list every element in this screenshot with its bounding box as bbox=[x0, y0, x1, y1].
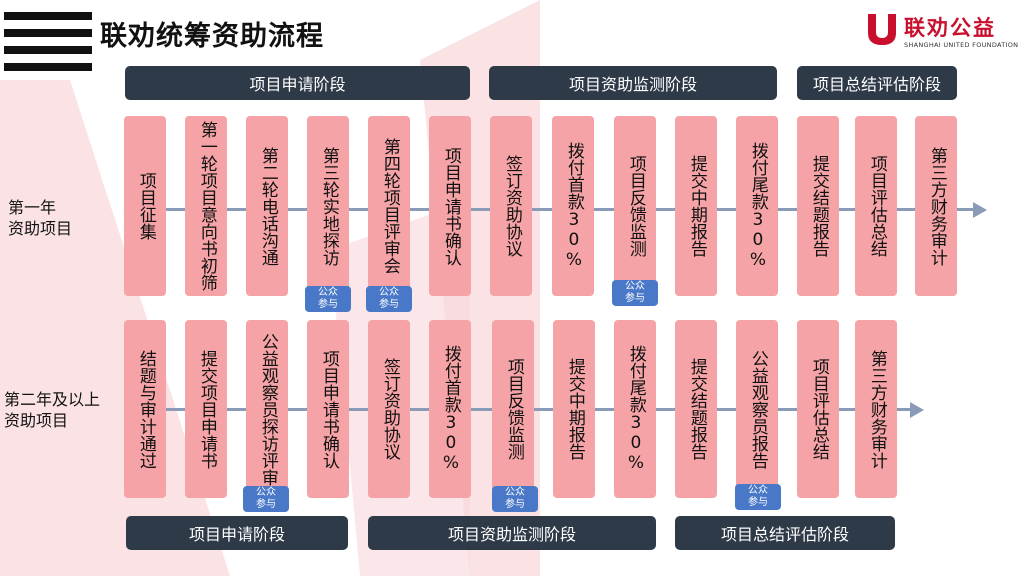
row2-arrow-head bbox=[910, 402, 924, 418]
row2-label: 第二年及以上资助项目 bbox=[4, 390, 101, 430]
public-participation-badge: 公众参与 bbox=[492, 486, 538, 512]
logo-name: 联劝公益 bbox=[904, 16, 996, 40]
row2-step: 项目反馈监测 bbox=[492, 320, 534, 498]
row1-label: 第一年资助项目 bbox=[8, 198, 73, 238]
row1-phase-evaluate: 项目总结评估阶段 bbox=[797, 66, 957, 100]
row2-step: 第三方财务审计 bbox=[855, 320, 897, 498]
menu-icon[interactable] bbox=[4, 12, 92, 72]
logo-mark-icon bbox=[868, 14, 896, 45]
row1-step: 第三方财务审计 bbox=[915, 116, 957, 296]
row2-step: 提交项目申请书 bbox=[185, 320, 227, 498]
row1-arrow-head bbox=[973, 202, 987, 218]
row1-step: 第一轮项目意向书初筛 bbox=[185, 116, 227, 296]
row1-step: 第四轮项目评审会 bbox=[368, 116, 410, 296]
row1-step: 提交中期报告 bbox=[675, 116, 717, 296]
row1-phase-apply: 项目申请阶段 bbox=[125, 66, 470, 100]
row2-step: 提交结题报告 bbox=[675, 320, 717, 498]
row1-step: 第二轮电话沟通 bbox=[246, 116, 288, 296]
row1-step: 拨付尾款30% bbox=[736, 116, 778, 296]
public-participation-badge: 公众参与 bbox=[612, 280, 658, 306]
row2-step: 提交中期报告 bbox=[553, 320, 595, 498]
row1-step: 签订资助协议 bbox=[490, 116, 532, 296]
row2-step: 结题与审计通过 bbox=[124, 320, 166, 498]
logo-subtitle: SHANGHAI UNITED FOUNDATION bbox=[904, 41, 1019, 49]
row2-step: 项目评估总结 bbox=[797, 320, 839, 498]
public-participation-badge: 公众参与 bbox=[305, 286, 351, 312]
row2-step: 拨付首款30% bbox=[429, 320, 471, 498]
row2-step: 签订资助协议 bbox=[368, 320, 410, 498]
row1-step: 项目评估总结 bbox=[855, 116, 897, 296]
public-participation-badge: 公众参与 bbox=[243, 486, 289, 512]
public-participation-badge: 公众参与 bbox=[735, 484, 781, 510]
row1-step: 拨付首款30% bbox=[552, 116, 594, 296]
row2-step: 公益观察员报告 bbox=[736, 320, 778, 498]
row1-step: 项目反馈监测 bbox=[614, 116, 656, 296]
row1-step: 提交结题报告 bbox=[797, 116, 839, 296]
row2-phase-evaluate: 项目总结评估阶段 bbox=[675, 516, 895, 550]
row1-step: 第三轮实地探访 bbox=[307, 116, 349, 296]
row1-step: 项目申请书确认 bbox=[429, 116, 471, 296]
row1-step: 项目征集 bbox=[124, 116, 166, 296]
row2-step: 公益观察员探访评审 bbox=[246, 320, 288, 498]
row2-phase-monitor: 项目资助监测阶段 bbox=[368, 516, 656, 550]
logo: 联劝公益 SHANGHAI UNITED FOUNDATION bbox=[866, 12, 1019, 52]
row2-step: 拨付尾款30% bbox=[614, 320, 656, 498]
row2-arrow-line bbox=[160, 408, 912, 411]
row1-phase-monitor: 项目资助监测阶段 bbox=[489, 66, 777, 100]
page-title: 联劝统筹资助流程 bbox=[100, 21, 324, 52]
public-participation-badge: 公众参与 bbox=[366, 286, 412, 312]
row2-phase-apply: 项目申请阶段 bbox=[126, 516, 348, 550]
row2-step: 项目申请书确认 bbox=[307, 320, 349, 498]
